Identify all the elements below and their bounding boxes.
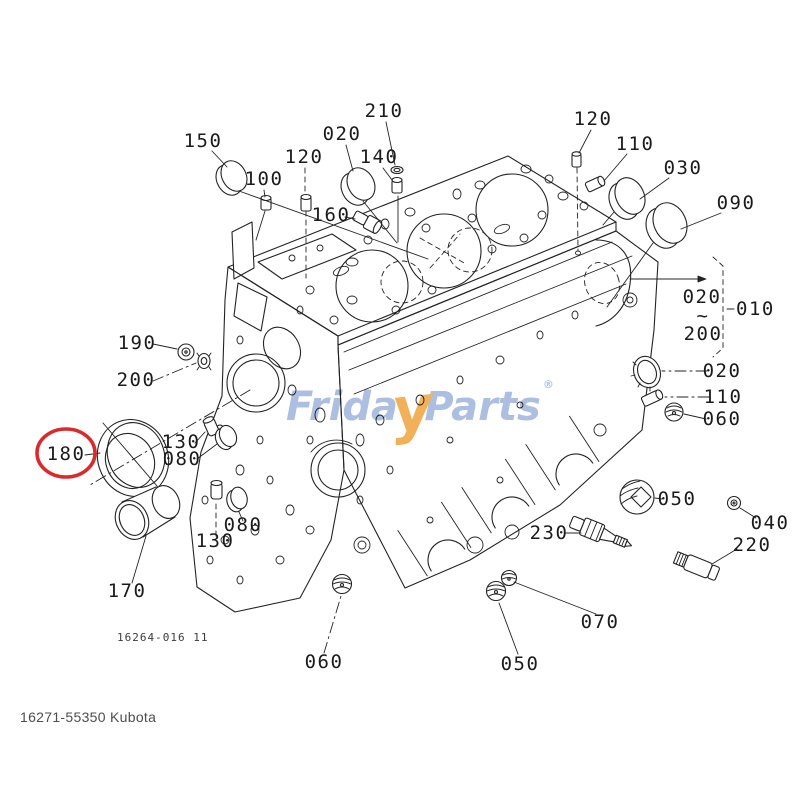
part-180-sleeve <box>89 389 251 498</box>
callout-220: 220 <box>733 534 772 556</box>
drawing-number: 16264-016 11 <box>117 631 209 644</box>
leader-lines <box>84 121 757 655</box>
part-020b-ring <box>630 355 662 392</box>
callout-010: 010 <box>736 298 775 320</box>
part-090-cap <box>645 202 688 249</box>
part-050b-plug <box>485 580 507 602</box>
part-120b-pin <box>571 151 582 168</box>
callout-170: 170 <box>108 580 147 602</box>
part-110b-bushing <box>640 389 664 407</box>
callout-030: 030 <box>664 157 703 179</box>
callout-150: 150 <box>184 130 223 152</box>
part-170-cup <box>114 485 181 540</box>
part-080a-cap <box>214 424 238 451</box>
footer-part-number: 16271-55350 Kubota <box>20 709 157 725</box>
block-crankcase-side <box>337 230 659 589</box>
part-210-washer <box>390 165 404 175</box>
front-face-holes <box>201 305 365 585</box>
callout-020b: 020 <box>703 360 742 382</box>
part-060a-plug <box>664 402 684 422</box>
part-200-washer <box>196 352 212 371</box>
callout-040: 040 <box>751 512 790 534</box>
callout-210: 210 <box>365 100 404 122</box>
callout-120a: 120 <box>285 146 324 168</box>
callout-050b: 050 <box>501 653 540 675</box>
callout-020-range-top: 020 <box>683 286 722 308</box>
callout-140: 140 <box>360 146 399 168</box>
callout-080a: 080 <box>163 448 202 470</box>
callout-110a: 110 <box>616 133 655 155</box>
callout-200-range-bottom: 200 <box>684 323 723 345</box>
gasket-holes <box>295 164 589 325</box>
callout-020a: 020 <box>323 123 362 145</box>
part-130b-pin <box>210 479 223 500</box>
part-160-joint <box>352 210 383 234</box>
side-face-holes <box>353 292 638 554</box>
part-050a-plug <box>619 479 655 515</box>
part-190-plug <box>177 343 195 361</box>
callout-130a: 130 <box>162 431 201 453</box>
part-030-cap <box>608 177 646 220</box>
loose-parts <box>89 151 742 602</box>
callout-190: 190 <box>118 332 157 354</box>
callout-050a: 050 <box>658 488 697 510</box>
engine-block-drawing <box>189 155 659 613</box>
callout-080b: 080 <box>224 514 263 536</box>
callout-120b: 120 <box>574 108 613 130</box>
cylinder-head-gasket <box>227 155 617 353</box>
callout-100: 100 <box>245 168 284 190</box>
callout-070: 070 <box>581 611 620 633</box>
part-080b-cap <box>226 486 248 513</box>
part-120a-pin <box>300 193 312 212</box>
part-060b-plug <box>331 573 353 595</box>
part-020a-cap <box>340 167 376 206</box>
part-130a-pin <box>202 416 220 437</box>
part-070-plug <box>500 569 518 587</box>
highlight-circle-180 <box>35 427 97 479</box>
callout-060b: 060 <box>305 651 344 673</box>
callout-180: 180 <box>47 443 86 465</box>
callout-060a: 060 <box>703 408 742 430</box>
part-140-plug <box>391 176 403 243</box>
callout-range-tilde: ~ <box>697 305 710 327</box>
callout-090: 090 <box>717 192 756 214</box>
callout-labels: 150 100 120 020 140 210 160 120 110 030 … <box>47 100 790 675</box>
callout-200: 200 <box>117 369 156 391</box>
part-110a-bushing <box>584 175 606 193</box>
callout-160: 160 <box>312 204 351 226</box>
part-150-cap <box>215 160 248 196</box>
part-220-plug <box>672 551 720 581</box>
part-230-sensor <box>569 515 633 548</box>
part-040-nut <box>726 495 742 511</box>
part-100-bushing <box>260 194 272 211</box>
callout-230: 230 <box>530 522 569 544</box>
callout-110b: 110 <box>704 386 743 408</box>
callout-130b: 130 <box>196 530 235 552</box>
bearing-webs <box>397 415 600 577</box>
